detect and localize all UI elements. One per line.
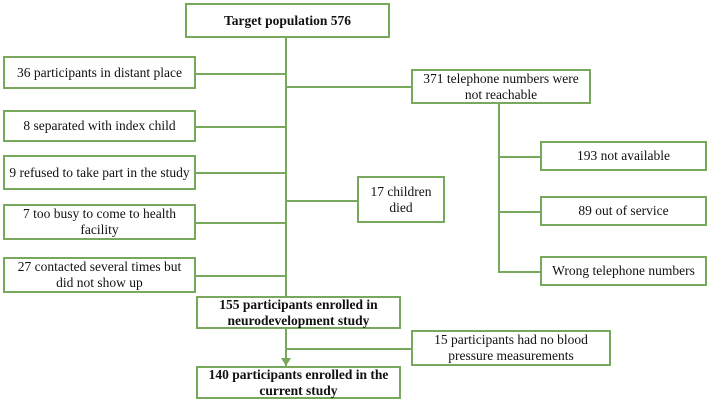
connector-to-no-show: [196, 275, 286, 277]
connector-to-separated-index-child: [196, 126, 286, 128]
node-children-died: 17 children died: [357, 176, 445, 223]
node-children-died-label: 17 children died: [370, 183, 432, 215]
node-out-of-service: 89 out of service: [540, 196, 707, 226]
node-wrong-numbers-label: Wrong telephone numbers: [552, 263, 695, 279]
arrowhead-to-current-study: [281, 358, 291, 366]
node-too-busy-label: 7 too busy to come to health facility: [23, 206, 176, 237]
connector-trunk-phone: [498, 104, 500, 272]
node-distant-place: 36 participants in distant place: [3, 56, 196, 89]
node-no-show: 27 contacted several times but did not s…: [3, 257, 196, 293]
node-target-population-label: Target population 576: [223, 12, 352, 28]
connector-to-children-died: [285, 200, 357, 202]
node-refused-study: 9 refused to take part in the study: [3, 155, 196, 190]
connector-to-wrong-numbers: [498, 271, 540, 273]
node-too-busy: 7 too busy to come to health facility: [3, 204, 196, 240]
node-refused-study-label: 9 refused to take part in the study: [9, 164, 190, 180]
node-target-population: Target population 576: [185, 3, 390, 38]
node-enrolled-neuro-label: 155 participants enrolled in neurodevelo…: [219, 296, 378, 328]
node-not-available: 193 not available: [540, 141, 707, 171]
node-distant-place-label: 36 participants in distant place: [17, 64, 182, 80]
node-phone-unreachable-label: 371 telephone numbers were not reachable: [423, 70, 579, 102]
connector-to-not-available: [498, 156, 540, 158]
connector-to-too-busy: [196, 222, 286, 224]
connector-to-no-bp-measurements: [285, 348, 411, 350]
node-enrolled-current-label: 140 participants enrolled in the current…: [208, 366, 389, 398]
connector-trunk-bottom: [285, 328, 287, 367]
node-wrong-numbers: Wrong telephone numbers: [540, 256, 707, 286]
connector-to-refused-study: [196, 172, 286, 174]
node-separated-index-child-label: 8 separated with index child: [23, 118, 176, 134]
node-no-show-label: 27 contacted several times but did not s…: [17, 259, 182, 290]
node-no-bp-measurements-label: 15 participants had no blood pressure me…: [434, 332, 588, 363]
connector-to-out-of-service: [498, 211, 540, 213]
connector-trunk-main: [285, 38, 287, 296]
node-out-of-service-label: 89 out of service: [578, 203, 669, 219]
node-no-bp-measurements: 15 participants had no blood pressure me…: [411, 330, 611, 366]
node-separated-index-child: 8 separated with index child: [3, 110, 196, 142]
connector-to-distant-place: [196, 73, 286, 75]
node-not-available-label: 193 not available: [577, 148, 670, 164]
node-enrolled-current: 140 participants enrolled in the current…: [196, 366, 401, 399]
connector-to-phone-unreachable: [285, 86, 411, 88]
node-enrolled-neuro: 155 participants enrolled in neurodevelo…: [196, 296, 401, 329]
node-phone-unreachable: 371 telephone numbers were not reachable: [411, 69, 591, 104]
